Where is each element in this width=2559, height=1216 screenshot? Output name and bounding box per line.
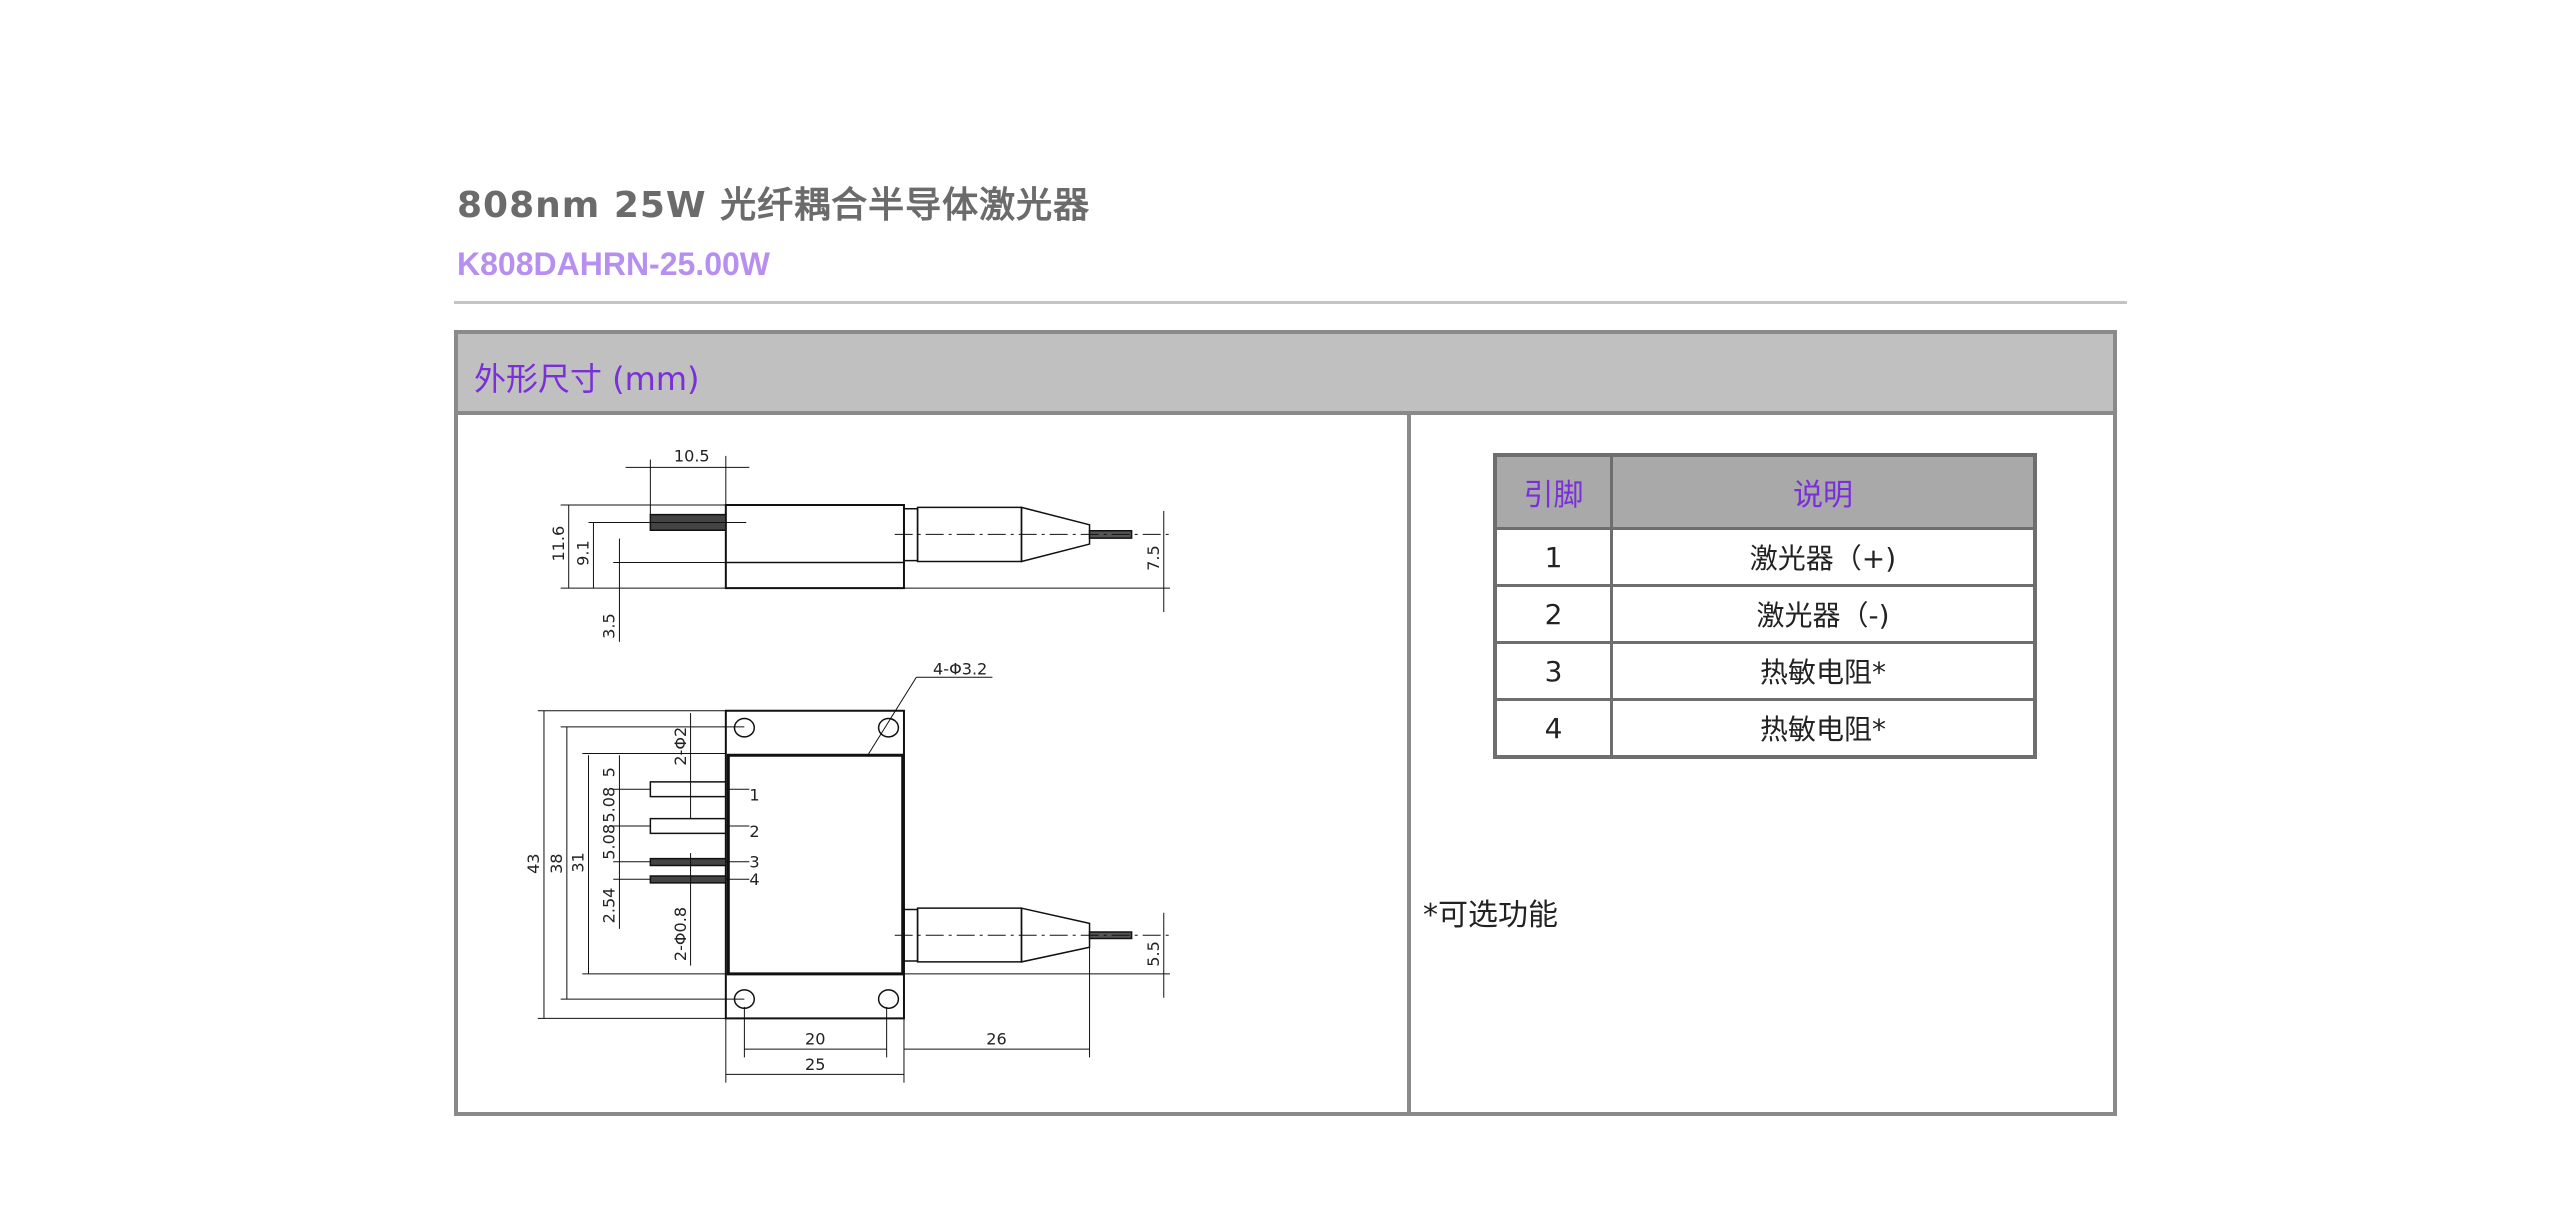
pin-label-3: 3 <box>749 853 759 872</box>
dim-31: 31 <box>569 852 588 872</box>
dim-5-08a: 5.08 <box>599 787 618 823</box>
dim-2-54: 2.54 <box>599 888 618 924</box>
top-view <box>561 456 1170 642</box>
pin-description: 热敏电阻* <box>1610 698 2037 759</box>
pin-label-1: 1 <box>749 785 759 804</box>
dim-10-5: 10.5 <box>674 446 710 465</box>
pin-description: 激光器（+) <box>1610 527 2037 587</box>
front-view <box>538 677 1170 1082</box>
dim-7-5: 7.5 <box>1144 545 1163 571</box>
dim-43: 43 <box>524 853 543 873</box>
page-title: 808nm 25W 光纤耦合半导体激光器 <box>457 185 1091 226</box>
header-description: 说明 <box>1610 453 2037 530</box>
divider <box>454 301 2127 304</box>
header-pin: 引脚 <box>1493 453 1613 530</box>
dim-9-1: 9.1 <box>574 540 593 566</box>
pin-label-2: 2 <box>749 822 759 841</box>
dim-holes: 4-Φ3.2 <box>933 660 987 679</box>
dim-pin-d08: 2-Φ0.8 <box>671 907 690 961</box>
dimensions-panel: 外形尺寸 (mm) <box>454 330 2117 1116</box>
dim-26: 26 <box>986 1030 1006 1049</box>
pin-table-header: 引脚 说明 <box>1493 453 2037 530</box>
pin-number: 1 <box>1493 527 1613 587</box>
dimension-drawing: 10.5 11.6 9.1 3.5 7.5 4-Φ3.2 2-Φ2 2-Φ0.8… <box>524 446 1410 1130</box>
pin-description: 激光器（-) <box>1610 584 2037 644</box>
dim-pin-d2: 2-Φ2 <box>671 727 690 766</box>
pin-description: 热敏电阻* <box>1610 641 2037 701</box>
pin-number: 4 <box>1493 698 1613 759</box>
section-header: 外形尺寸 (mm) <box>458 334 2113 415</box>
dim-11-6: 11.6 <box>549 526 568 562</box>
pin-number: 3 <box>1493 641 1613 701</box>
dim-5-08b: 5.08 <box>599 824 618 860</box>
optional-feature-note: *可选功能 <box>1423 898 1558 933</box>
model-number: K808DAHRN-25.00W <box>457 246 770 282</box>
dim-5-5: 5.5 <box>1144 941 1163 967</box>
pin-label-4: 4 <box>749 870 759 889</box>
column-divider <box>1407 411 1411 1112</box>
dim-38: 38 <box>547 853 566 873</box>
pin-number: 2 <box>1493 584 1613 644</box>
dim-5: 5 <box>599 767 618 777</box>
dim-25: 25 <box>805 1055 825 1074</box>
dim-3-5: 3.5 <box>599 613 618 639</box>
dim-20: 20 <box>805 1030 825 1049</box>
section-title: 外形尺寸 (mm) <box>474 360 700 398</box>
